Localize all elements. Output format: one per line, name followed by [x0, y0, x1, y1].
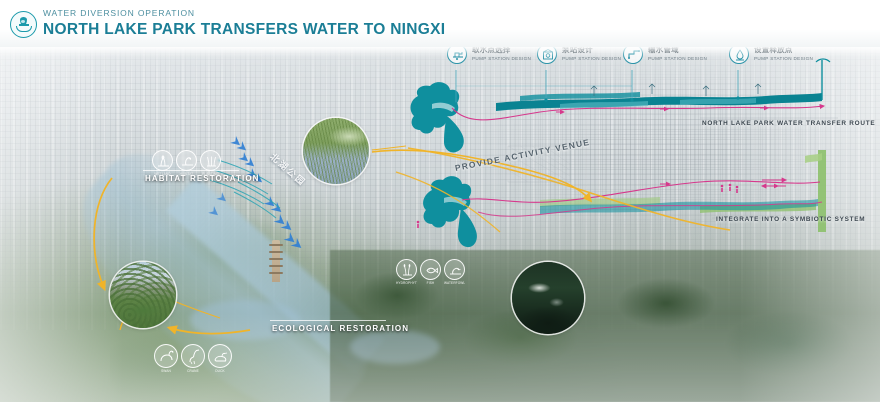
label-transfer-route: NORTH LAKE PARK WATER TRANSFER ROUTE	[702, 120, 876, 127]
cluster-caption: PLANTING	[202, 172, 219, 176]
fish-icon[interactable]	[420, 259, 441, 280]
cluster-caption: SWAN	[161, 369, 171, 373]
teal-lake-shape-upper	[410, 82, 464, 153]
label-habitat-restoration: HABITAT RESTORATION	[145, 174, 260, 183]
swan-icon[interactable]	[154, 344, 178, 368]
teal-riverbank-ribbon-upper	[496, 92, 822, 111]
night-waterbirds-photo[interactable]	[512, 262, 584, 334]
header-fade	[0, 47, 880, 57]
park-terrace-bands	[209, 159, 281, 219]
teal-riverbank-ribbon-lower	[540, 199, 818, 214]
teal-lake-shape-lower	[423, 176, 477, 248]
wetland-reeds-photo[interactable]	[303, 118, 369, 184]
ecological-label-rule	[270, 320, 386, 321]
yellow-venue-sweep	[407, 147, 731, 231]
pagoda-landmark	[268, 238, 284, 284]
water-bird-icon[interactable]	[176, 150, 197, 171]
water-drop-basin-icon	[10, 11, 37, 38]
header-subtitle: WATER DIVERSION OPERATION	[43, 8, 195, 18]
page-title: NORTH LAKE PARK TRANSFERS WATER TO NINGX…	[43, 21, 446, 38]
species-icon-cluster: HYDROPHYTE FISH WATERFOWL	[396, 259, 465, 285]
plaza-hatch-block	[507, 145, 571, 183]
marker-label-en: PUMP STATION DESIGN	[562, 56, 622, 61]
cluster-caption: WETLAND	[154, 172, 171, 176]
marker-label-en: PUMP STATION DESIGN	[472, 56, 532, 61]
marker-connector-lines	[455, 70, 739, 104]
board-header: WATER DIVERSION OPERATION NORTH LAKE PAR…	[0, 0, 880, 47]
bird-icon-cluster: SWAN CRANE DUCK	[154, 344, 232, 373]
waterfowl-icon[interactable]	[444, 259, 465, 280]
label-symbiotic-system: INTEGRATE INTO A SYMBIOTIC SYSTEM	[716, 216, 866, 223]
habitat-label-rule	[143, 170, 239, 171]
title-block: WATER DIVERSION OPERATION NORTH LAKE PAR…	[43, 8, 445, 39]
cluster-caption: WATERFOWL	[444, 281, 465, 285]
pink-transfer-route-upper	[451, 103, 826, 121]
river-flow-chevrons	[208, 136, 302, 249]
cluster-caption: DUCK	[215, 369, 225, 373]
wetland-plant-icon[interactable]	[152, 150, 173, 171]
cluster-caption: CRANE	[187, 369, 199, 373]
cluster-caption: HABITAT	[179, 172, 194, 176]
cluster-caption: HYDROPHYTE	[396, 281, 417, 285]
pink-exchange-arrows	[760, 177, 788, 189]
duck-icon[interactable]	[208, 344, 232, 368]
teal-tree-symbols	[590, 58, 831, 100]
cluster-caption: FISH	[426, 281, 435, 285]
route-label-ticks	[700, 117, 840, 219]
marker-connector-dots	[454, 96, 740, 106]
reed-plant-icon[interactable]	[396, 259, 417, 280]
pink-people-figures	[416, 183, 739, 228]
label-ecological-restoration: ECOLOGICAL RESTORATION	[272, 324, 410, 333]
marker-label-en: PUMP STATION DESIGN	[648, 56, 708, 61]
lotus-pond-city-photo[interactable]	[110, 262, 176, 328]
crane-icon[interactable]	[181, 344, 205, 368]
habitat-icon-cluster: WETLAND HABITAT PLANTING	[152, 150, 221, 176]
reed-grass-icon[interactable]	[200, 150, 221, 171]
marker-label-en: PUMP STATION DESIGN	[754, 56, 814, 61]
